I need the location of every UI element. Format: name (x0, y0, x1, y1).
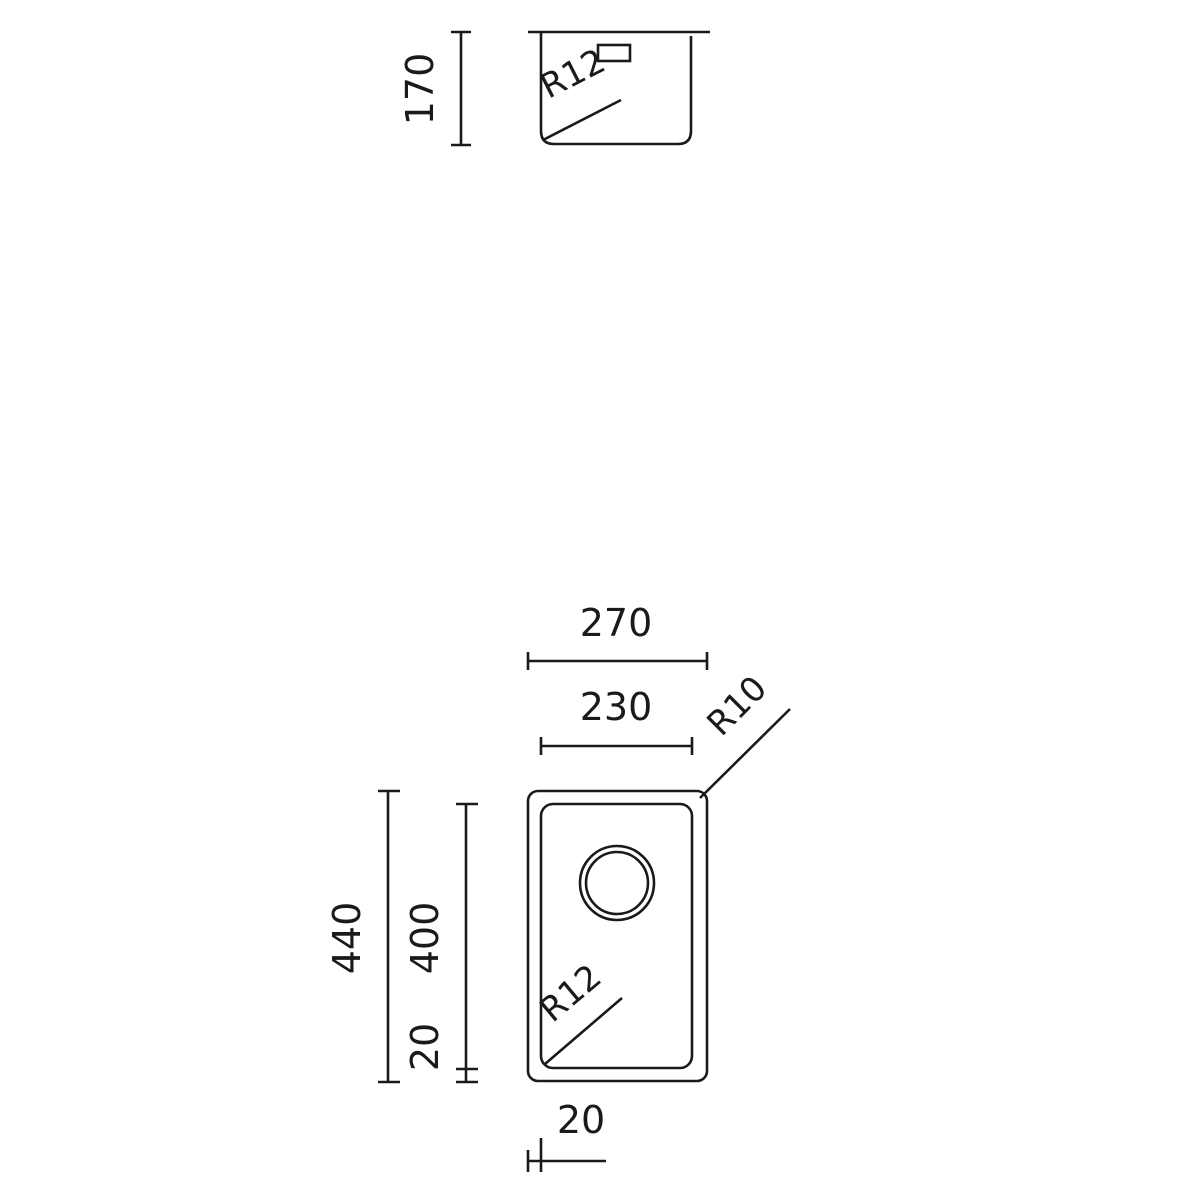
side-height-dimension: 170 (398, 30, 471, 147)
outer-radius-leader (699, 708, 791, 799)
outer-width-label: 270 (580, 601, 653, 645)
side-bowl-outline (539, 32, 693, 146)
outer-width-dimension: 270 (526, 601, 709, 670)
drain-inner-ring (584, 850, 650, 916)
inner-depth-dimension: 400 20 (403, 802, 478, 1084)
side-radius-leader (542, 98, 622, 142)
outer-radius-label: R10 (699, 668, 775, 744)
rim-horizontal-dimension: 20 (526, 1098, 606, 1172)
side-height-label: 170 (398, 53, 442, 126)
side-bowl-profile: R12 (528, 30, 710, 146)
outer-radius-callout: R10 (699, 668, 791, 799)
inner-width-dimension: 230 (539, 685, 694, 755)
top-view: 270 230 R10 440 400 20 (325, 601, 791, 1172)
inner-depth-label: 400 (403, 902, 447, 975)
inner-width-label: 230 (580, 685, 653, 729)
sink-inner-bowl (539, 802, 694, 1070)
rim-vertical-label: 20 (403, 1023, 447, 1071)
outer-depth-label: 440 (325, 902, 369, 975)
sink-outer-rim (526, 789, 709, 1083)
drain-outer-ring (578, 844, 656, 922)
sink-top-outline: R12 (526, 789, 709, 1083)
rim-horizontal-label: 20 (557, 1098, 605, 1142)
side-radius-label: R12 (534, 41, 612, 107)
inner-radius-leader (544, 997, 623, 1065)
side-view: 170 R12 (398, 30, 710, 147)
outer-depth-dimension: 440 (325, 789, 400, 1084)
overflow-icon (596, 43, 632, 63)
